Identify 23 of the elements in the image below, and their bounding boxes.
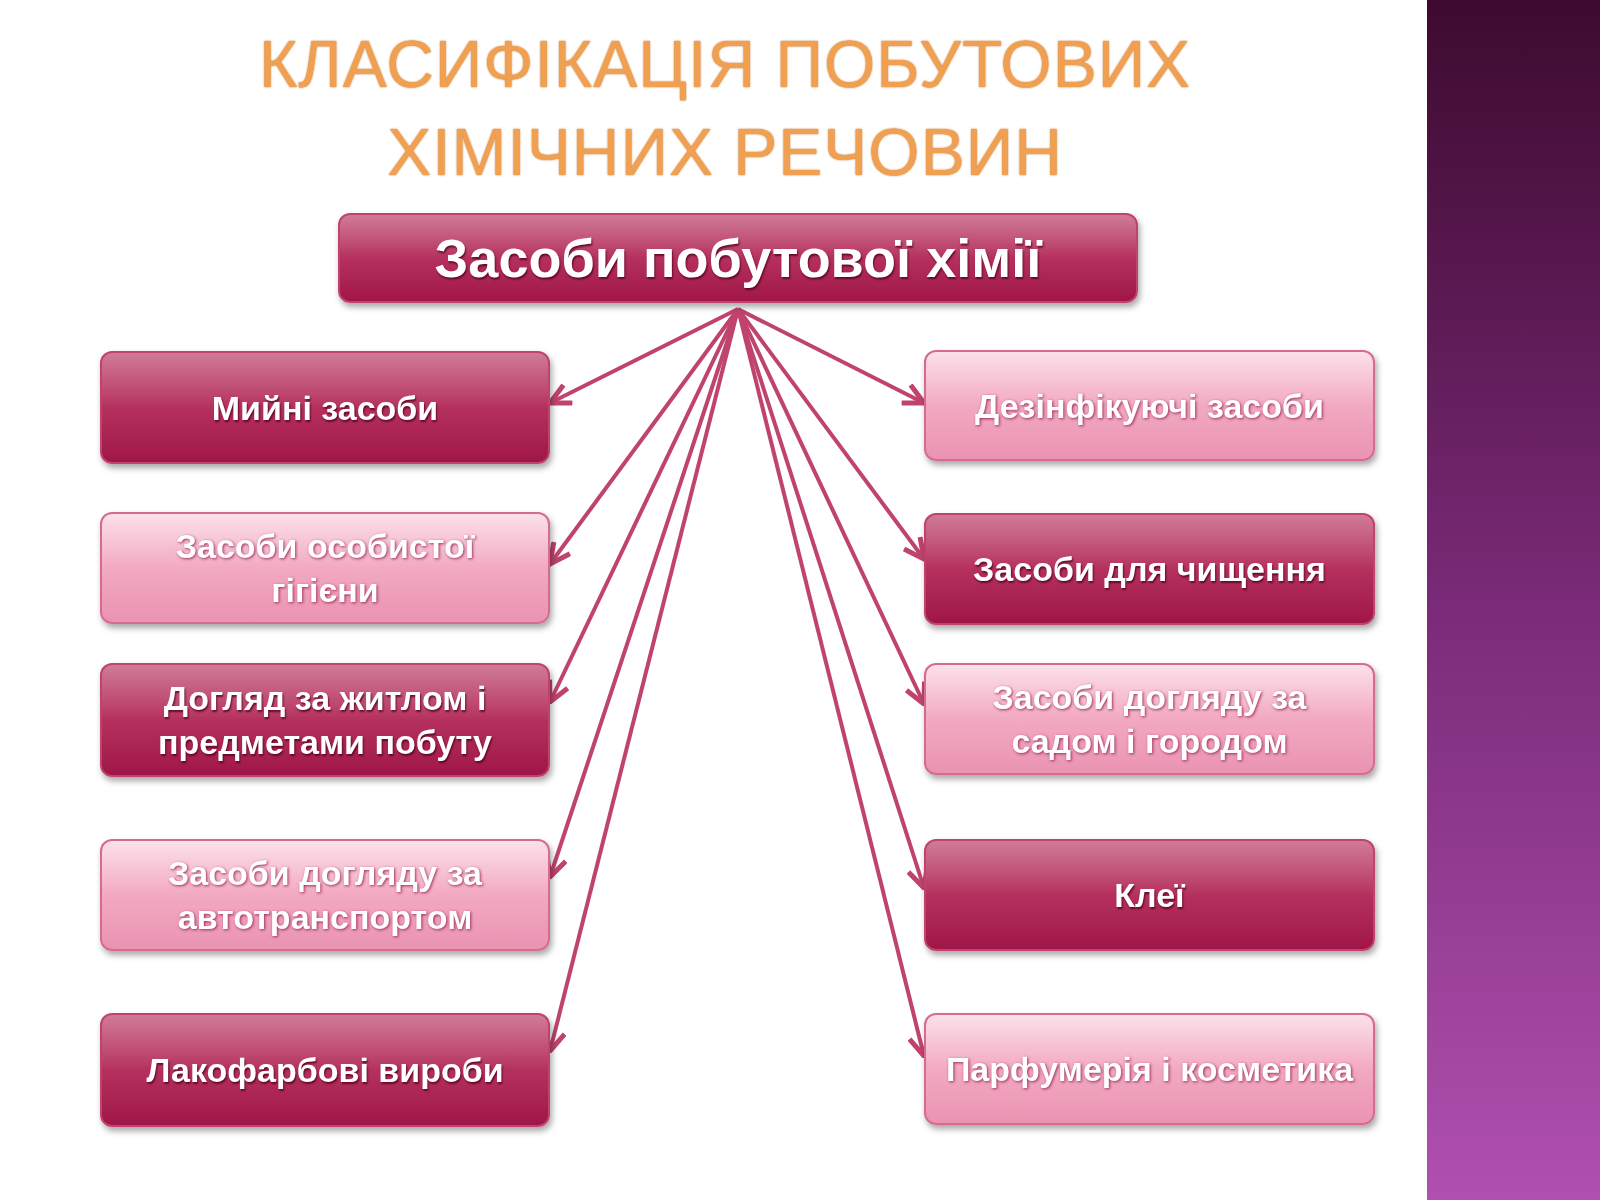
box-label: Клеї: [1114, 875, 1185, 916]
box-label: Парфумерія і косметика: [945, 1049, 1354, 1090]
box-label: Засоби для чищення: [973, 549, 1326, 590]
box-label: Засоби догляду за автотранспортом: [166, 853, 484, 938]
category-box: [924, 839, 1375, 951]
category-box: [924, 350, 1375, 461]
box-label: Лакофарбові вироби: [146, 1050, 504, 1091]
category-box: [100, 351, 550, 464]
box-label: Догляд за житлом і предметами побуту: [156, 678, 494, 763]
box-label: Засоби догляду за садом і городом: [991, 677, 1308, 762]
box-label: Мийні засоби: [211, 387, 439, 429]
box-label: Засоби особистої гігієни: [174, 526, 476, 611]
root-box: [338, 213, 1138, 303]
category-box: [924, 663, 1375, 775]
box-label: Засоби побутової хімії: [434, 227, 1042, 289]
box-label: Дезінфікуючі засоби: [975, 385, 1324, 427]
category-box: [924, 513, 1375, 625]
category-box: [100, 1013, 550, 1127]
title: КЛАСИФІКАЦІЯ ПОБУТОВИХ ХІМІЧНИХ РЕЧОВИН: [257, 26, 1193, 191]
category-box: [924, 1013, 1375, 1125]
category-box: [100, 839, 550, 951]
category-box: [100, 512, 550, 624]
category-box: [100, 663, 550, 777]
